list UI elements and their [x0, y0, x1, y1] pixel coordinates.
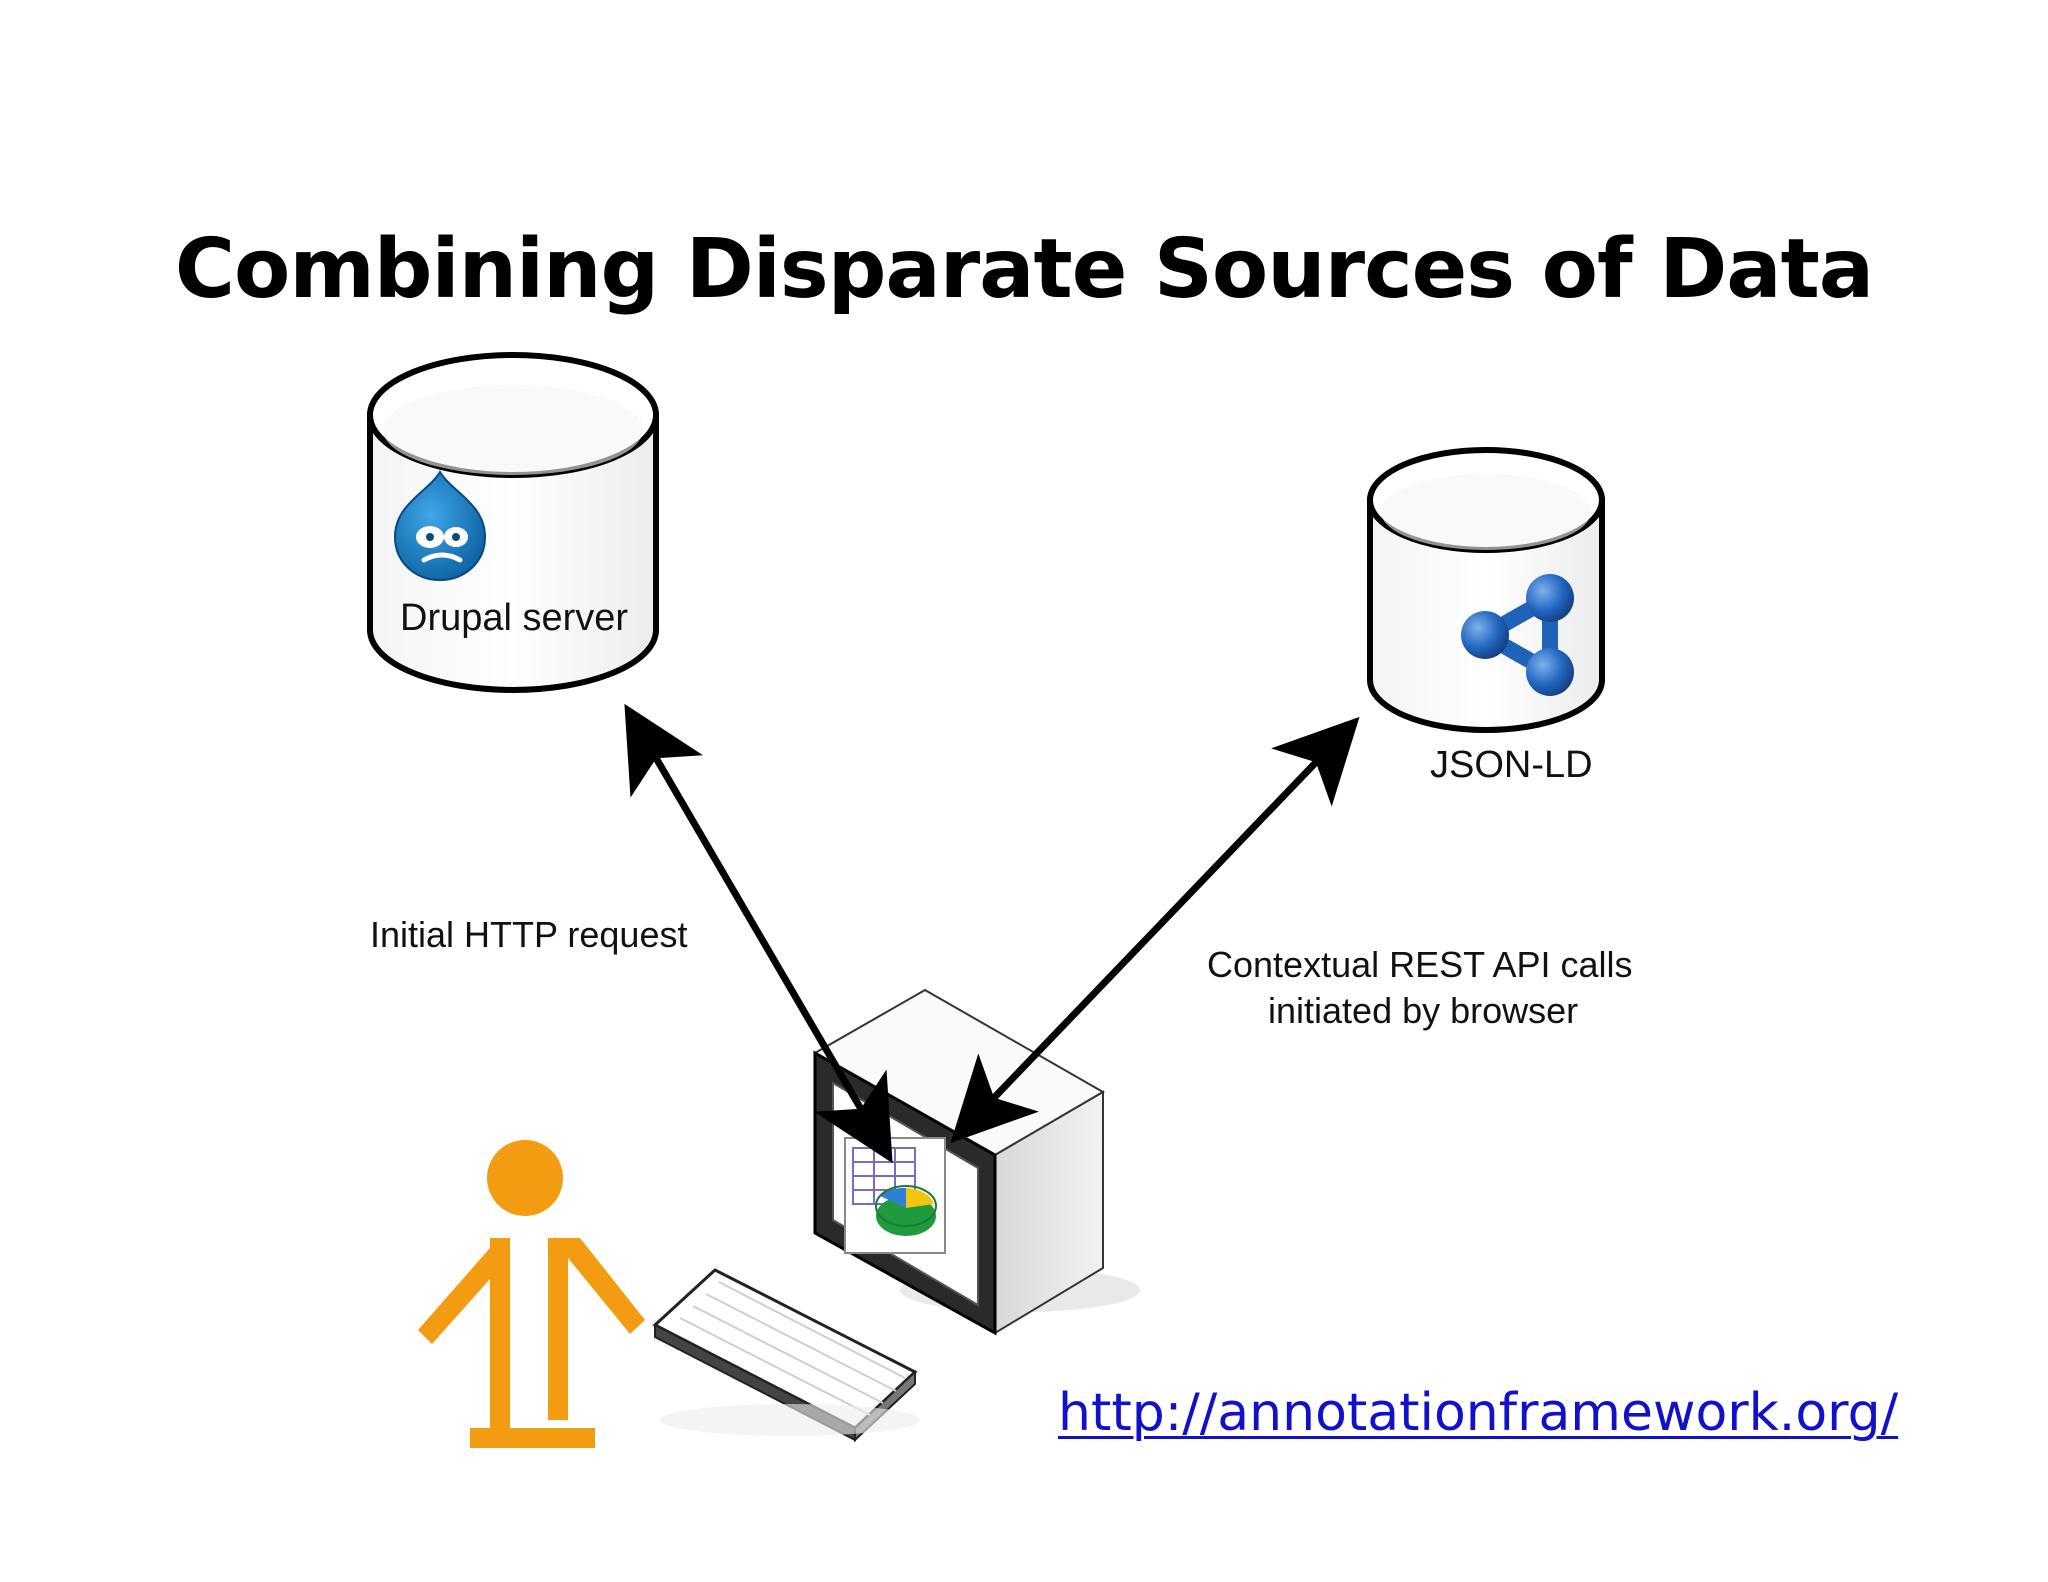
rest-api-arrow	[950, 716, 1360, 1144]
json-ld-icon	[1461, 574, 1574, 696]
initial-http-arrow	[624, 703, 893, 1164]
rest-api-label-line1: Contextual REST API calls	[1207, 944, 1633, 985]
drupal-drop-icon	[393, 470, 487, 582]
person-icon	[418, 1140, 645, 1448]
json-ld-node: JSON-LD	[1367, 447, 1605, 786]
slide-title: Combining Disparate Sources of Data	[174, 222, 1874, 317]
browser-computer-node	[812, 988, 1140, 1336]
json-ld-label: JSON-LD	[1430, 744, 1593, 786]
drupal-server-label: Drupal server	[400, 597, 628, 639]
rest-api-label-line2: initiated by browser	[1268, 990, 1578, 1031]
keyboard-icon	[652, 1268, 920, 1443]
initial-http-label: Initial HTTP request	[370, 914, 687, 955]
annotation-framework-link[interactable]: http://annotationframework.org/	[1058, 1383, 1899, 1443]
spreadsheet-chart-icon	[844, 1137, 946, 1254]
drupal-server-node: Drupal server	[367, 352, 659, 693]
